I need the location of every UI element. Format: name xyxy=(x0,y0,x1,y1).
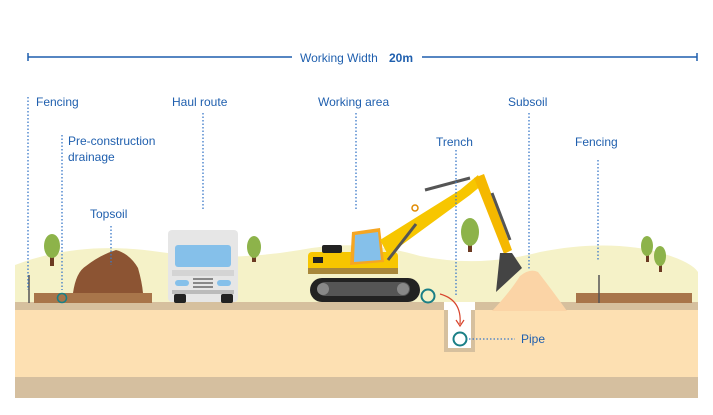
pipe-section-icon xyxy=(420,288,436,304)
working-width-value: 20m xyxy=(389,51,413,65)
tree-icon xyxy=(641,236,653,262)
working-width-indicator: Working Width 20m xyxy=(27,51,698,65)
topsoil-strip-right xyxy=(576,293,692,303)
tree-icon xyxy=(247,236,261,262)
label-subsoil: Subsoil xyxy=(508,95,547,109)
label-fencing-left: Fencing xyxy=(36,95,79,109)
drainage-pipe-icon xyxy=(56,292,68,304)
excavator-icon xyxy=(308,174,522,302)
label-working-area: Working area xyxy=(318,95,389,109)
label-fencing-right: Fencing xyxy=(575,135,618,149)
tree-icon xyxy=(654,246,666,272)
label-haul-route: Haul route xyxy=(172,95,228,109)
label-pre-construction: Pre-construction xyxy=(68,134,155,148)
working-width-label: Working Width xyxy=(300,51,378,65)
label-drainage: drainage xyxy=(68,150,115,164)
label-pipe: Pipe xyxy=(521,332,545,346)
truck-icon xyxy=(168,230,238,303)
topsoil-heap xyxy=(73,250,143,293)
label-trench: Trench xyxy=(436,135,473,149)
subsoil-heap xyxy=(492,270,567,311)
ground-cross-section xyxy=(15,302,698,398)
pipe-in-trench-icon xyxy=(452,331,468,347)
lower-arrow-icon xyxy=(439,293,461,325)
label-topsoil: Topsoil xyxy=(90,207,127,221)
arrowhead-icon xyxy=(455,319,465,328)
tree-icon xyxy=(44,234,60,266)
topsoil-strip-left xyxy=(34,293,152,303)
tree-icon xyxy=(461,218,479,252)
